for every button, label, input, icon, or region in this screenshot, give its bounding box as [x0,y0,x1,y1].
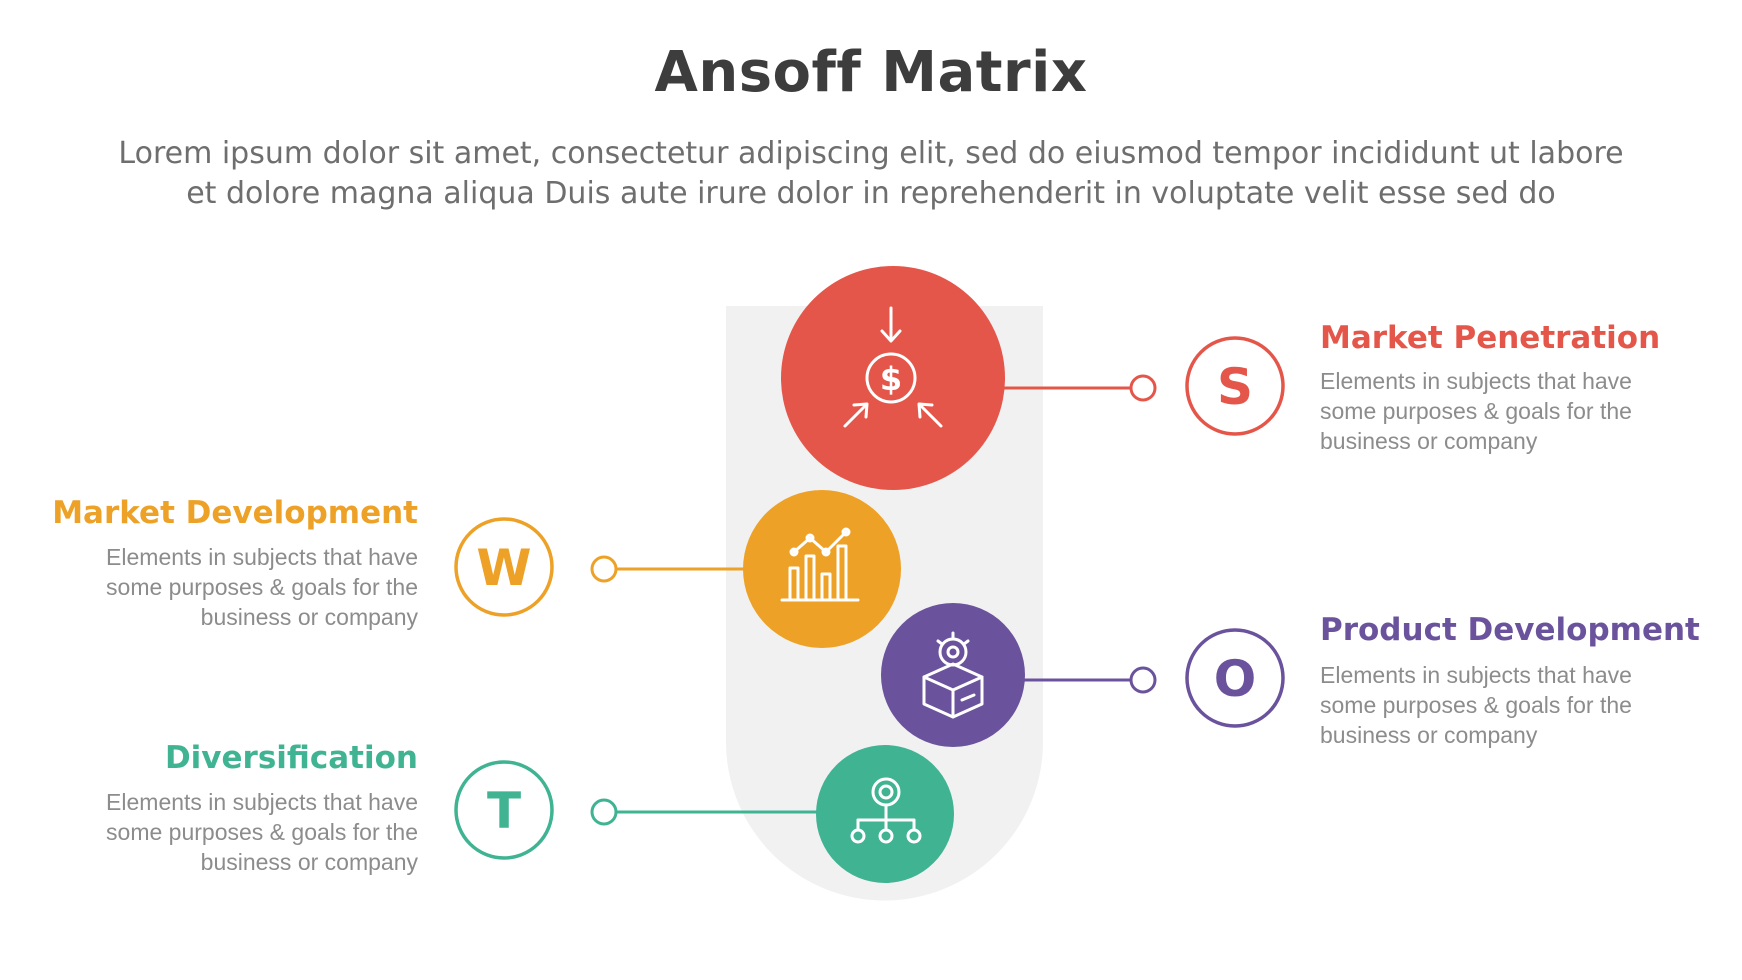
desc-line: Elements in subjects that have [1320,662,1632,688]
letter-s: S [1217,358,1253,416]
letter-badge-o: O [1185,628,1285,728]
bar-chart-icon [780,527,860,602]
desc-line: some purposes & goals for the [106,574,418,600]
letter-o: O [1214,650,1257,708]
desc-line: Elements in subjects that have [106,544,418,570]
page-title: Ansoff Matrix [654,40,1088,105]
market-development-circle [743,490,901,648]
connector-product-development [1020,666,1157,694]
desc-line: business or company [200,849,418,875]
letter-t: T [487,782,521,840]
market-development-title: Market Development [52,495,418,531]
subtitle-line: Lorem ipsum dolor sit amet, consectetur … [118,136,1624,171]
desc-line: business or company [1320,722,1538,748]
letter-badge-w: W [454,517,554,617]
desc-line: Elements in subjects that have [1320,368,1632,394]
desc-line: some purposes & goals for the [1320,692,1632,718]
svg-text:$: $ [880,360,902,398]
diversification-desc: Elements in subjects that have some purp… [78,787,418,877]
box-gear-icon [922,631,984,719]
dollar-arrows-icon: $ [843,306,943,428]
letter-badge-s: S [1185,336,1285,436]
connector-market-development [590,555,745,583]
product-development-circle [881,603,1025,747]
market-penetration-title: Market Penetration [1320,320,1661,356]
connector-diversification [590,798,820,826]
hierarchy-icon [850,777,922,844]
market-development-desc: Elements in subjects that have some purp… [78,542,418,632]
diversification-title: Diversification [164,740,418,776]
desc-line: Elements in subjects that have [106,789,418,815]
connector-penetration [1003,374,1157,402]
product-development-desc: Elements in subjects that have some purp… [1320,660,1660,750]
letter-w: W [476,539,531,597]
penetration-circle [781,266,1005,490]
product-development-title: Product Development [1320,612,1700,648]
market-penetration-desc: Elements in subjects that have some purp… [1320,366,1660,456]
subtitle-line: et dolore magna aliqua Duis aute irure d… [186,176,1556,211]
page-subtitle: Lorem ipsum dolor sit amet, consectetur … [80,134,1662,214]
desc-line: some purposes & goals for the [1320,398,1632,424]
desc-line: business or company [200,604,418,630]
letter-badge-t: T [454,760,554,860]
desc-line: business or company [1320,428,1538,454]
desc-line: some purposes & goals for the [106,819,418,845]
